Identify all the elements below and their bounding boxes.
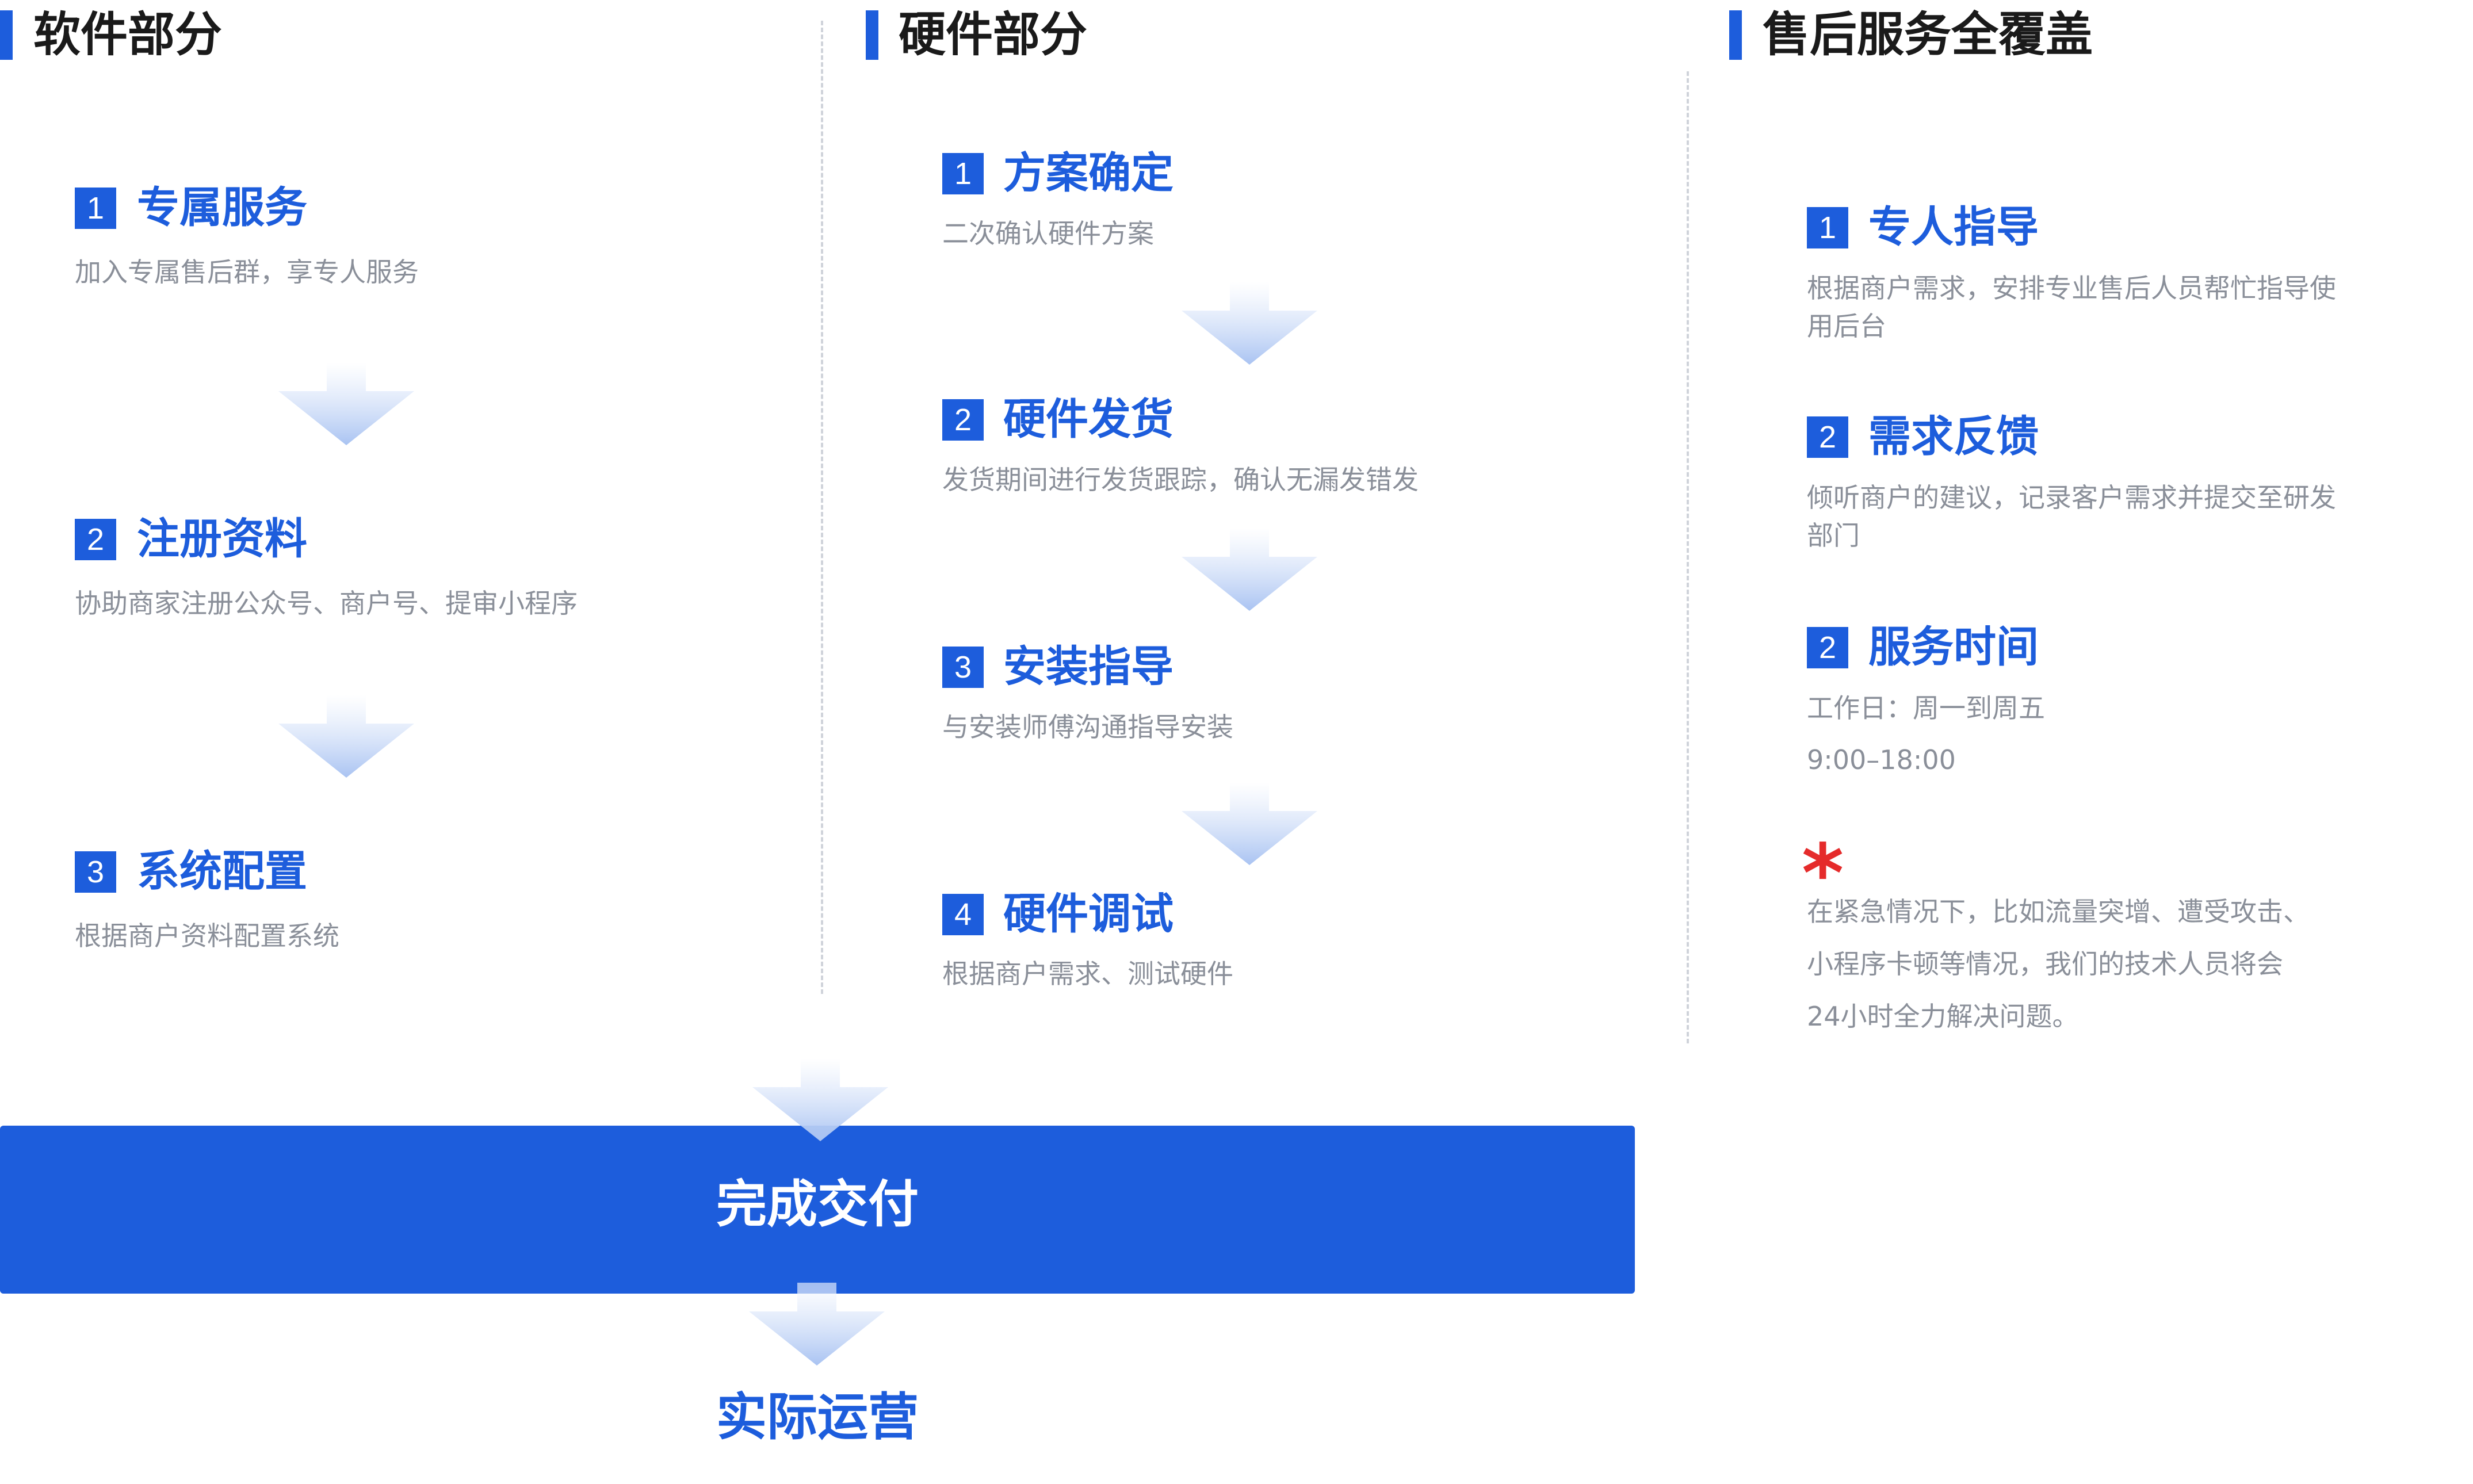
step-description: 与安装师傅沟通指导安装 [942, 712, 1233, 743]
step-title: 服务时间 [1868, 622, 2039, 672]
step-description: 协助商家注册公众号、商户号、提审小程序 [75, 588, 578, 619]
step-title: 硬件发货 [1003, 395, 1174, 444]
down-arrow-icon [1182, 282, 1317, 365]
software-section-title: 软件部分 [33, 7, 223, 62]
service-hours: 9:00–18:00 [1807, 744, 1956, 775]
service-days: 工作日：周一到周五 [1807, 693, 2045, 724]
emergency-line: 24小时全力解决问题。 [1807, 1001, 2079, 1032]
step-description: 发货期间进行发货跟踪，确认无漏发错发 [942, 464, 1419, 495]
step-description: 根据商户需求、测试硬件 [942, 958, 1233, 989]
section-divider [821, 21, 823, 994]
down-arrow-icon [278, 362, 414, 445]
hardware-section-bar [866, 10, 878, 60]
emergency-line: 小程序卡顿等情况，我们的技术人员将会 [1807, 948, 2283, 980]
step-number: 2 [942, 399, 984, 441]
section-divider [1687, 71, 1689, 1043]
step-number: 2 [75, 519, 116, 560]
step-number: 3 [75, 851, 116, 893]
step-title: 专属服务 [137, 183, 307, 232]
asterisk-icon: * [1802, 827, 1844, 921]
hardware-section-title: 硬件部分 [899, 7, 1088, 62]
down-arrow-icon [752, 1058, 888, 1141]
step-title: 专人指导 [1868, 202, 2039, 252]
step-number: 1 [1807, 207, 1848, 248]
step-title: 注册资料 [137, 514, 307, 564]
step-title: 方案确定 [1003, 148, 1174, 198]
step-number: 3 [942, 647, 984, 688]
step-description: 二次确认硬件方案 [942, 218, 1154, 249]
down-arrow-icon [749, 1283, 885, 1366]
step-title: 硬件调试 [1003, 889, 1174, 939]
aftersales-section-bar [1729, 10, 1742, 60]
step-description: 加入专属售后群，享专人服务 [75, 257, 419, 288]
step-number: 1 [75, 188, 116, 229]
step-number: 2 [1807, 627, 1848, 668]
step-number: 1 [942, 153, 984, 194]
down-arrow-icon [278, 695, 414, 778]
step-number: 4 [942, 894, 984, 935]
emergency-line: 在紧急情况下，比如流量突增、遭受攻击、 [1807, 896, 2310, 927]
delivery-banner [0, 1126, 1635, 1294]
down-arrow-icon [1182, 528, 1317, 611]
software-section-bar [0, 10, 13, 60]
delivery-label: 完成交付 [716, 1175, 919, 1234]
step-title: 系统配置 [137, 847, 307, 896]
step-description: 根据商户资料配置系统 [75, 920, 339, 951]
step-title: 需求反馈 [1868, 412, 2039, 461]
step-description: 倾听商户的建议，记录客户需求并提交至研发部门 [1807, 482, 2336, 551]
down-arrow-icon [1182, 782, 1317, 865]
step-description: 根据商户需求，安排专业售后人员帮忙指导使用后台 [1807, 273, 2336, 342]
operation-label: 实际运营 [716, 1387, 919, 1447]
step-number: 2 [1807, 416, 1848, 458]
aftersales-section-title: 售后服务全覆盖 [1763, 7, 2093, 62]
step-title: 安装指导 [1003, 642, 1174, 691]
